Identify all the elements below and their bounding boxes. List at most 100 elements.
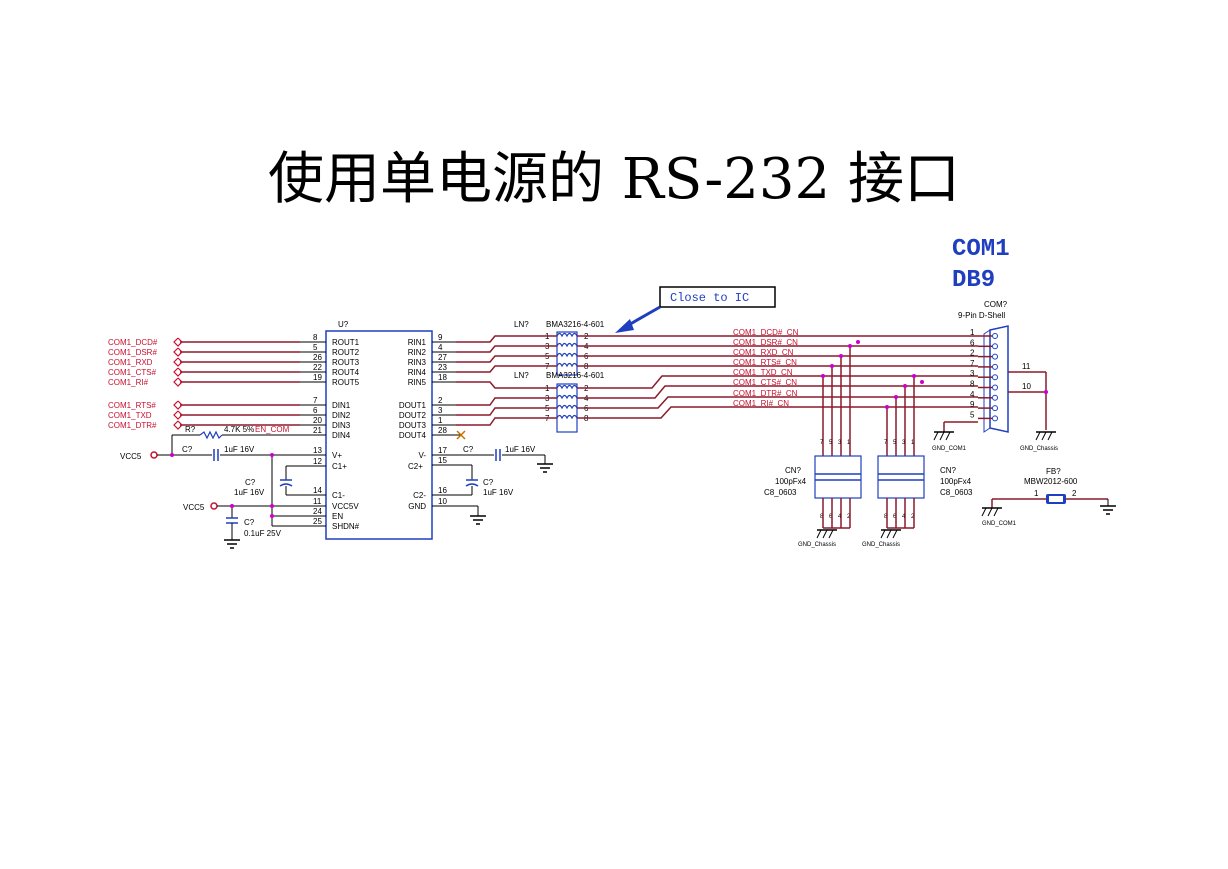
ic-pin-num: 14 [313,486,322,495]
junction-dot [912,374,916,378]
ic-pin-name: RIN2 [408,348,427,357]
port-arrow-icon [173,410,183,420]
connector-heading-com1: COM1 [952,236,1010,263]
ground-icon [224,539,240,549]
cn-body [877,455,925,499]
ic-pin-num: 16 [438,486,447,495]
c-c2-value: 1uF 16V [483,488,514,497]
net-label: COM1_RXD_CN [733,348,794,357]
ln2-ref: LN? [514,371,529,380]
capacitor-icon [213,449,219,461]
ic-pin-num: 6 [313,406,318,415]
db9-pin-icon [992,415,998,422]
ic-pin-name: ROUT2 [332,348,360,357]
ic-pin-name: RIN1 [408,338,427,347]
port-arrow-icon [173,337,183,347]
ic-pin-num: 10 [438,497,447,506]
db9-pin-icon [992,374,998,381]
junction-dot [920,380,924,384]
cn-body [814,455,862,499]
shell-pin-10: 10 [1022,382,1031,391]
db9-pin-icon [992,363,998,370]
chassis-ground-icon [822,529,828,539]
db9-pin-num: 7 [970,359,975,368]
ic-pin-num: 2 [438,396,443,405]
no-connect-icon [456,430,466,440]
net-wire [456,335,557,343]
ground-icon [537,463,553,473]
db9-pin-icon [992,353,998,360]
ic-pin-num: 26 [313,353,322,362]
db9-connector-icon [983,325,1009,433]
ic-pin-num: 23 [438,363,447,372]
ic-pin-num: 9 [438,333,443,342]
vcc-label-1: VCC5 [120,452,142,461]
chassis-ground-icon [1035,431,1056,441]
port-arrow-icon [173,400,183,410]
capacitor-icon [495,449,501,461]
db9-pin-num: 3 [970,369,975,378]
ic-pin-num: 13 [313,446,322,455]
cn2-ref: CN? [940,466,957,475]
port-arrow-icon [173,420,183,430]
junction-dot [894,395,898,399]
inductor-icon [556,394,578,400]
chassis-ground-icon [933,431,954,441]
inductor-icon [556,342,578,348]
ic-pin-name: ROUT1 [332,338,360,347]
cn-pin-num: 1 [911,440,915,446]
net-label: COM1_DSR# [108,348,157,357]
db9-pin-num: 4 [970,390,975,399]
net-label: COM1_DTR#_CN [733,389,798,398]
db9-pin-icon [992,394,998,401]
chassis-ground-icon [880,529,886,539]
vcc-terminal [210,502,218,510]
cn-pin-num: 6 [829,514,833,520]
ic-pin-name: DOUT1 [399,401,427,410]
cn-pin-num: 2 [847,514,851,520]
junction-dot [821,374,825,378]
ic-pin-num: 11 [313,497,322,506]
db9-pin-icon [992,343,998,350]
right-nets: COM1_DCD#_CNCOM1_DSR#_CNCOM1_RXD_CNCOM1_… [600,328,978,456]
capacitor-icon [465,479,479,487]
c-c2-ref: C? [483,478,494,487]
ic-pin-name: SHDN# [332,522,360,531]
ic-pin-name: ROUT5 [332,378,360,387]
left-nets: COM1_DCD#COM1_DSR#COM1_RXDCOM1_CTS#COM1_… [108,337,300,430]
c-c1-value: 1uF 16V [234,488,265,497]
net-label: COM1_DSR#_CN [733,338,798,347]
ic-pin-name: DIN3 [332,421,351,430]
cn-pin-num: 1 [847,440,851,446]
ic-pin-name: EN [332,512,343,521]
fb-pin2: 2 [1072,489,1077,498]
chassis-ground-icon [892,529,898,539]
junction-dot [839,354,843,358]
net-label: COM1_RTS#_CN [733,358,797,367]
ic-pin-name: V+ [332,451,342,460]
net-label: COM1_RTS# [108,401,156,410]
ic-c2plus-label: C2+ [408,462,423,471]
junction-dot [848,344,852,348]
ground-icon [1100,505,1116,515]
cn-pin-num: 6 [893,514,897,520]
cn-pin-num: 8 [820,514,824,520]
cn-pin-num: 3 [838,440,842,446]
ic-pin-name: C2- [413,491,426,500]
net-label: COM1_CTS#_CN [733,378,797,387]
cn-pin-num: 5 [829,440,833,446]
db9-pin-num: 6 [970,338,975,347]
ic-pin-name: RIN4 [408,368,427,377]
chassis-ground-icon [816,529,822,539]
cn-pin-num: 7 [820,440,824,446]
net-wire [456,407,557,416]
net-label: COM1_RI#_CN [733,399,789,408]
arrow-icon [615,305,661,333]
ic-pin-num: 17 [438,446,447,455]
net-label: COM1_RI# [108,378,149,387]
ic-pin-num: 1 [438,416,443,425]
cn-pin-num: 8 [884,514,888,520]
c-vminus-ref: C? [463,445,474,454]
ic-pin-num: 28 [438,426,447,435]
